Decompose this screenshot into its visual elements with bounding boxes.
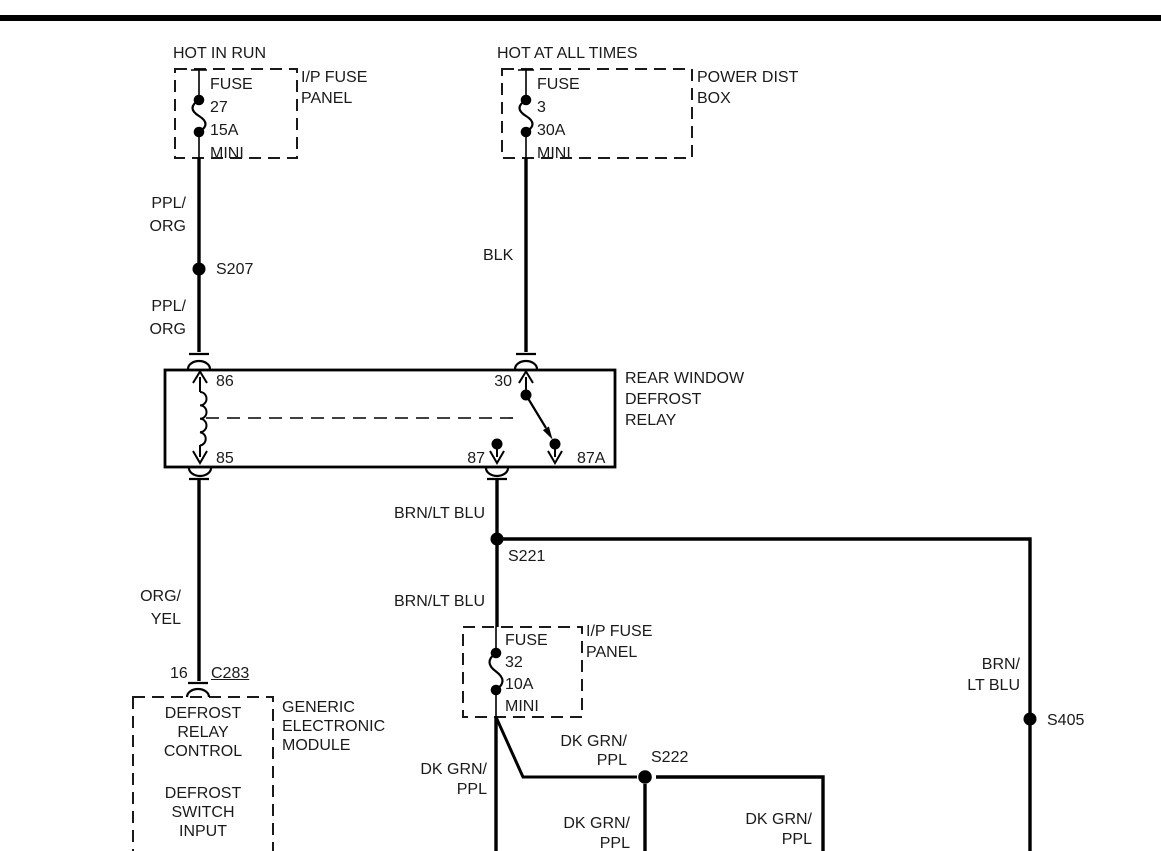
wire-label-ppl-org-lower: PPL/ ORG [149,298,186,338]
wire-label-blk: BLK [483,247,514,264]
feed-condition-hot-in-run: HOT IN RUN [173,45,267,62]
relay-pin-87-label: 87 [467,450,485,467]
top-border-rule [0,15,1161,21]
module-name-label: GENERIC ELECTRONIC MODULE [282,699,386,754]
wire-runs [197,158,1032,851]
fuse3-label: FUSE 3 30A MINI [537,76,580,162]
wire-label-org-yel: ORG/ YEL [140,588,181,628]
fuse32-label: FUSE 32 10A MINI [505,632,548,715]
fuse32-location-label: I/P FUSE PANEL [586,623,653,661]
wire-label-dk-grn-ppl-fuse: DK GRN/ PPL [420,761,487,798]
fuse-element-dots [193,94,532,696]
module-function-defrost-relay-control: DEFROST RELAY CONTROL [163,705,243,760]
fuse3-box [501,68,693,159]
wire-label-dk-grn-ppl-down: DK GRN/ PPL [563,815,630,851]
relay-switch [206,389,561,450]
splice-label-s222: S222 [651,749,689,766]
fuse32-box [462,626,583,718]
splice-dots [192,262,1037,784]
splice-label-s221: S221 [508,548,546,565]
fuse-element-symbols [191,99,534,691]
splice-label-s405: S405 [1047,712,1085,729]
relay-coil [199,391,208,447]
connector-symbols [185,352,539,698]
fuse-internal-wires [191,69,534,717]
module-function-defrost-switch-input: DEFROST SWITCH INPUT [164,785,242,840]
splice-label-s207: S207 [216,261,254,278]
wire-label-dk-grn-ppl-branch: DK GRN/ PPL [560,733,627,769]
module-connector-c283-label: C283 [211,665,250,682]
wire-label-dk-grn-ppl-right: DK GRN/ PPL [745,811,812,848]
feed-condition-hot-at-all-times: HOT AT ALL TIMES [497,45,638,62]
relay-pin-85-label: 85 [216,450,234,467]
relay-pin-86-label: 86 [216,373,234,390]
fuse3-location-label: POWER DIST BOX [697,69,799,107]
wire-label-brn-lt-blu-lower: BRN/LT BLU [394,593,485,610]
relay-pin-87a-label: 87A [577,450,606,467]
fuse27-location-label: I/P FUSE PANEL [301,69,368,107]
wire-label-brn-lt-blu-upper: BRN/LT BLU [394,505,485,522]
generic-electronic-module-box [132,696,274,851]
wire-label-brn-lt-blu-right: BRN/ LT BLU [967,656,1020,694]
relay-name-label: REAR WINDOW DEFROST RELAY [625,370,745,429]
wire-label-ppl-org-upper: PPL/ ORG [149,195,186,235]
relay-pin-30-label: 30 [494,373,512,390]
module-pin-16-label: 16 [170,665,188,682]
relay-box [163,368,617,469]
fuse27-box [174,68,298,159]
fuse27-label: FUSE 27 15A MINI [210,76,253,162]
